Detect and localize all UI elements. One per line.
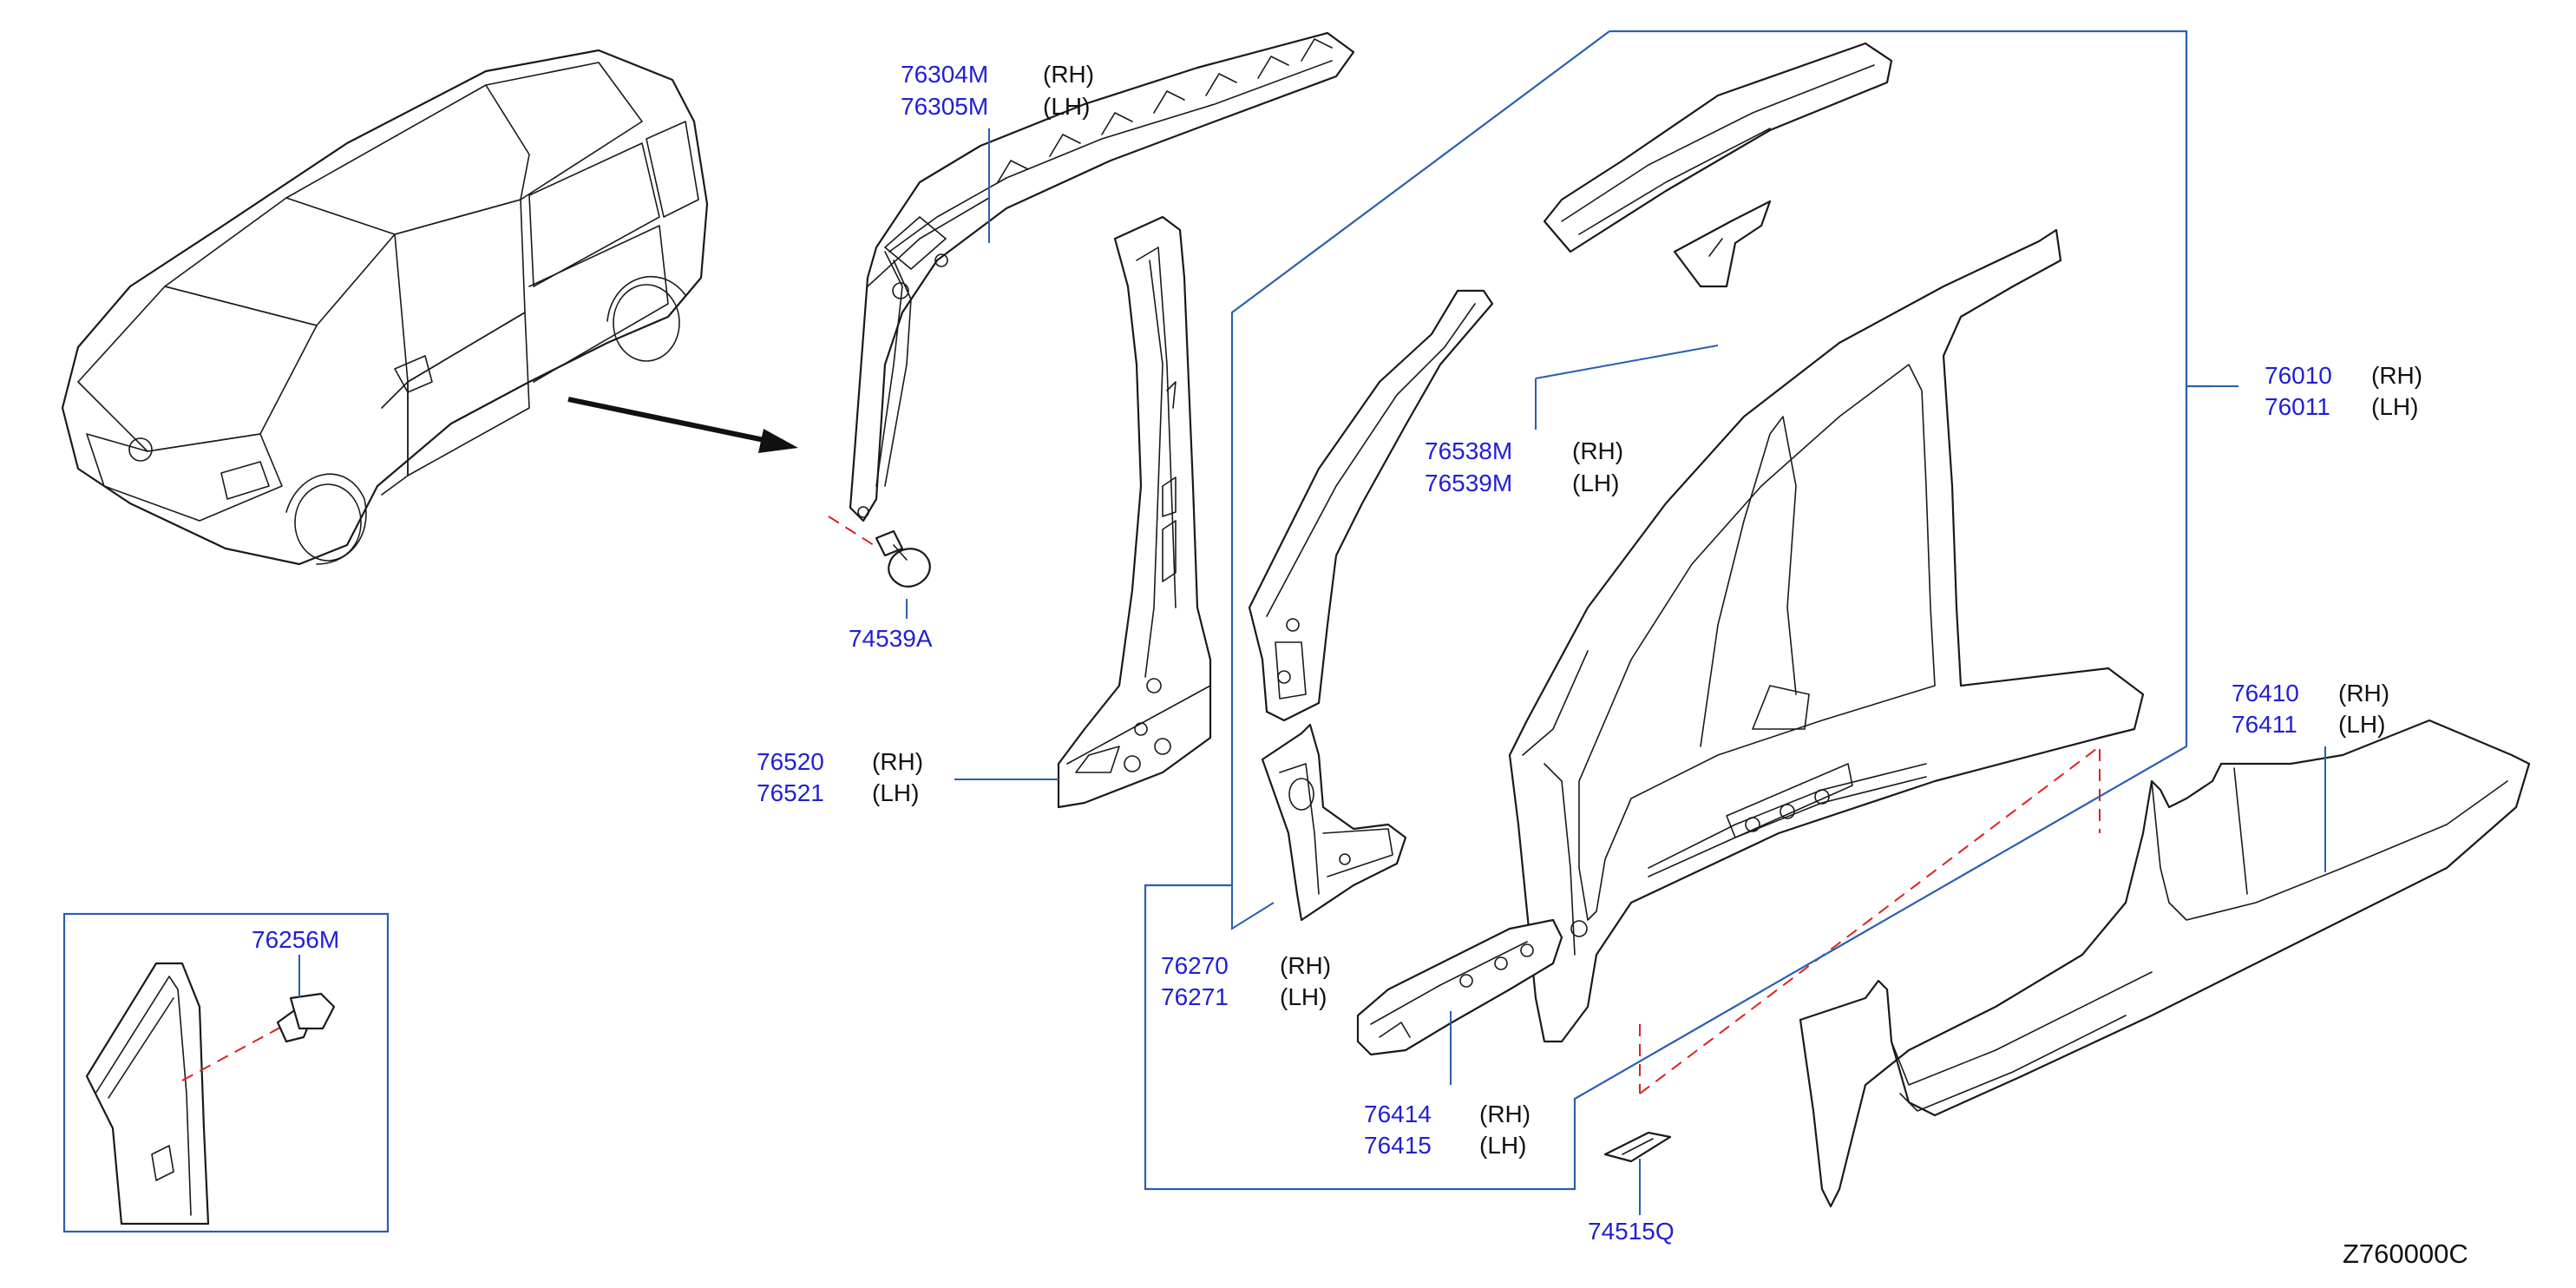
plug-part: [1603, 1131, 1672, 1163]
part-number-74539a[interactable]: 74539A: [849, 625, 933, 652]
leader-lines: [298, 128, 2326, 1215]
front-pillar-lower-part: [1261, 723, 1407, 922]
detail-inset-box: [62, 912, 390, 1233]
side-label: (RH): [1572, 437, 1623, 464]
front-pillar-upper-part: [1248, 289, 1494, 722]
callout-center-pillar-reinf: 76538M (RH) 76539M (LH): [1425, 437, 1623, 496]
side-label: (RH): [872, 748, 923, 775]
part-number-76414[interactable]: 76414: [1364, 1101, 1432, 1127]
diagram-code: Z760000C: [2343, 1239, 2468, 1269]
body-side-outer-panel: [1508, 228, 2145, 1043]
part-number-76011[interactable]: 76011: [2265, 393, 2330, 420]
side-label: (LH): [2338, 711, 2385, 738]
side-label: (RH): [2338, 680, 2389, 706]
part-number-76520[interactable]: 76520: [757, 748, 824, 775]
part-number-76539m[interactable]: 76539M: [1425, 470, 1512, 496]
part-number-76270[interactable]: 76270: [1161, 952, 1229, 979]
sill-outer-part: [1799, 719, 2531, 1208]
part-number-76410[interactable]: 76410: [2232, 680, 2299, 706]
callout-sill-outer: 76410 (RH) 76411 (LH): [2232, 680, 2389, 738]
callout-plug: 74515Q: [1588, 1218, 1675, 1245]
callout-front-pillar-lower: 76270 (RH) 76271 (LH): [1161, 952, 1331, 1010]
side-label: (RH): [1479, 1101, 1531, 1127]
side-label: (LH): [1479, 1132, 1526, 1159]
sill-reinforcement-part: [1356, 918, 1563, 1056]
part-number-76271[interactable]: 76271: [1161, 983, 1229, 1010]
callout-roof-rail: 76304M (RH) 76305M (LH): [901, 61, 1094, 120]
part-number-74515q[interactable]: 74515Q: [1588, 1218, 1675, 1245]
side-label: (RH): [1280, 952, 1331, 979]
callout-body-side-outer: 76010 (RH) 76011 (LH): [2265, 362, 2422, 420]
center-pillar-reinforcement-part: [1543, 42, 1893, 288]
part-number-76304m[interactable]: 76304M: [901, 61, 988, 88]
side-label: (LH): [1572, 470, 1619, 496]
callout-clip: 74539A: [849, 625, 933, 652]
part-number-76415[interactable]: 76415: [1364, 1132, 1432, 1159]
part-number-76010[interactable]: 76010: [2265, 362, 2332, 389]
part-number-76305m[interactable]: 76305M: [901, 93, 988, 120]
callout-inset-bolt: 76256M: [252, 926, 339, 953]
part-number-76256m[interactable]: 76256M: [252, 926, 339, 953]
roof-rail-part: [849, 31, 1355, 522]
callout-sill-reinf: 76414 (RH) 76415 (LH): [1364, 1101, 1531, 1159]
callout-center-pillar-inner: 76520 (RH) 76521 (LH): [757, 748, 923, 806]
side-label: (LH): [2371, 393, 2418, 420]
side-label: (LH): [1043, 93, 1090, 120]
side-label: (RH): [1043, 61, 1094, 88]
center-pillar-inner-part: [1057, 215, 1212, 809]
clip-fastener-part: [828, 516, 931, 588]
vehicle-overview-illustration: [61, 49, 798, 566]
side-label: (LH): [1280, 983, 1327, 1010]
side-label: (LH): [872, 779, 919, 806]
part-number-76411[interactable]: 76411: [2232, 711, 2297, 738]
part-number-76521[interactable]: 76521: [757, 779, 824, 806]
side-label: (RH): [2371, 362, 2422, 389]
part-number-76538m[interactable]: 76538M: [1425, 437, 1512, 464]
